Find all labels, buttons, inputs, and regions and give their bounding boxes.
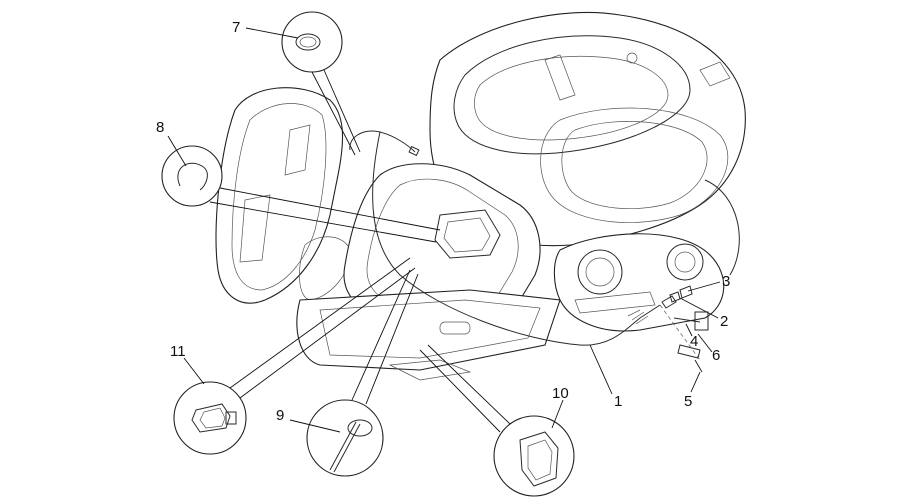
scooter-body xyxy=(215,11,746,381)
detail-circle-11 xyxy=(173,257,416,455)
callout-11: 11 xyxy=(170,343,186,360)
detail-circle-8 xyxy=(161,145,441,243)
callout-9: 9 xyxy=(276,407,284,424)
callout-6: 6 xyxy=(712,347,720,364)
callout-labels: 7 8 3 2 4 6 5 1 11 9 10 xyxy=(156,19,730,424)
callout-2: 2 xyxy=(720,313,728,330)
callout-leaders xyxy=(167,27,721,433)
callout-10: 10 xyxy=(552,385,569,402)
callout-7: 7 xyxy=(232,19,240,36)
detail-circle-7 xyxy=(281,11,361,156)
cable-hardware xyxy=(659,285,709,373)
detail-circle-10 xyxy=(419,344,575,497)
detail-circle-9 xyxy=(306,269,419,477)
callout-3: 3 xyxy=(722,273,730,290)
callout-1: 1 xyxy=(614,393,622,410)
callout-4: 4 xyxy=(690,333,698,350)
throttle-cable xyxy=(349,130,677,346)
callout-8: 8 xyxy=(156,119,164,136)
callout-5: 5 xyxy=(684,393,692,410)
